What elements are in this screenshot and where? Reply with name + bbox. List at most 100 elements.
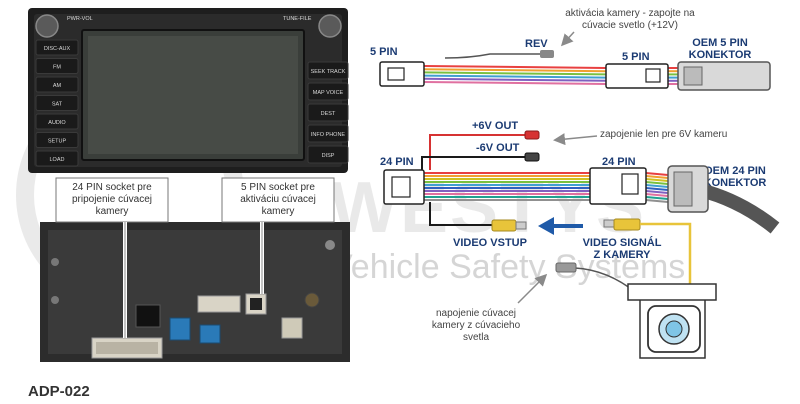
back-panel-screw <box>325 240 335 250</box>
head-unit-button <box>35 58 79 74</box>
callout-24pin-box <box>55 177 169 223</box>
harness-24pin-wire-stub <box>645 190 669 194</box>
back-panel-white-connector <box>197 295 241 313</box>
knob-left-label: PWR-VOL <box>67 16 93 22</box>
harness-24pin-wire-stub <box>645 184 669 188</box>
watermark-tagline: Vehicle Safety Systems <box>330 248 685 286</box>
head-unit-button <box>35 39 79 56</box>
six-v-note-arrow <box>553 133 598 146</box>
back-panel-black-port <box>135 304 161 328</box>
radio-back-panel <box>40 222 350 362</box>
product-code: ADP-022 <box>28 383 90 400</box>
head-unit-screen-glass <box>88 36 298 154</box>
connector-5pin-right <box>605 63 669 89</box>
video-flow-arrow-head <box>538 217 554 235</box>
rev-wire-terminal <box>540 50 554 58</box>
rca-video-in-tip <box>515 221 527 230</box>
head-unit-button-label: AM <box>53 83 62 89</box>
rca-camera-tip <box>603 219 615 228</box>
head-unit-button-label: LOAD <box>50 157 65 163</box>
camera-mount-bracket <box>627 283 717 301</box>
label-5pin-left: 5 PIN <box>370 46 398 58</box>
head-unit-button <box>307 82 349 101</box>
back-panel-white-connector <box>281 317 303 339</box>
connector-5pin-left <box>379 61 425 87</box>
head-unit-button <box>307 103 349 122</box>
minus-6v-terminal <box>524 152 540 162</box>
plus-6v-terminal <box>524 130 540 140</box>
head-unit-button <box>35 95 79 111</box>
head-unit-button-label: MAP VOICE <box>313 90 344 96</box>
camera-power-terminal <box>555 262 577 273</box>
label-24pin-right: 24 PIN <box>602 156 636 168</box>
head-unit-button-label: SETUP <box>48 139 67 145</box>
rca-camera-plug <box>613 218 641 231</box>
harness-24pin-wire-stub <box>645 193 669 197</box>
harness-5pin-wire <box>423 81 607 85</box>
label-5pin-right: 5 PIN <box>622 51 650 63</box>
connector-24pin-right <box>589 167 647 205</box>
harness-24pin-wire-stub <box>645 178 669 182</box>
rev-wire <box>444 53 540 59</box>
harness-5pin-wire <box>423 68 607 73</box>
oem-24pin-connector-body <box>673 171 693 207</box>
camera-video-wire <box>640 222 692 296</box>
back-panel-antenna-port <box>304 292 320 308</box>
plus-6v-wire <box>429 134 525 170</box>
back-panel-blue-port <box>199 324 221 344</box>
label-rev: REV <box>525 38 548 50</box>
head-unit-button-label: DEST <box>321 111 336 117</box>
back-panel-screw <box>51 296 59 304</box>
head-unit-button-label: DISC-AUX <box>44 46 71 52</box>
head-unit-button <box>35 113 79 130</box>
connector-24pin-left-latch <box>391 176 411 198</box>
connector-5pin-left-latch <box>387 67 405 81</box>
harness-5pin-wire <box>423 71 607 76</box>
right-button-column: SEEK TRACK MAP VOICE DEST INFO PHONE DISP <box>307 61 349 164</box>
label-video-in: VIDEO VSTUP <box>453 237 527 249</box>
six-v-note: zapojenie len pre 6V kameru <box>600 129 727 140</box>
harness-24pin-wire-stub <box>645 175 669 179</box>
connector-5pin-right-latch <box>645 68 661 83</box>
rev-note-arrow <box>560 31 575 47</box>
head-unit-button-label: INFO PHONE <box>311 132 346 138</box>
power-volume-knob <box>35 14 59 38</box>
head-unit: PWR-VOL TUNE-FILE DISC-AUXFMAMSATAUDIOSE… <box>28 8 349 173</box>
head-unit-button <box>307 124 349 143</box>
head-unit-button-label: SAT <box>52 102 63 108</box>
connector-24pin-left <box>383 169 425 205</box>
harness-24pin-wire-stub <box>645 187 669 191</box>
head-unit-button <box>35 132 79 148</box>
harness-24pin-wire-stub <box>645 196 669 200</box>
head-unit-button-label: DISP <box>322 153 335 159</box>
connector-24pin-right-latch <box>621 173 639 195</box>
harness-5pin-wire <box>423 74 607 79</box>
oem-5pin-connector-body <box>683 66 703 86</box>
camera-bracket-arms <box>639 300 706 359</box>
head-unit-button <box>35 76 79 93</box>
head-unit-button <box>35 150 79 167</box>
head-unit-button-label: FM <box>53 65 61 71</box>
tune-file-knob <box>318 14 342 38</box>
oem-24pin-cable <box>698 183 780 234</box>
harness-5pin-wire <box>423 77 607 82</box>
left-button-column: DISC-AUX FM AM SAT AUDIO SETUP LOAD <box>35 39 79 167</box>
head-unit-button-label: AUDIO <box>48 120 66 126</box>
socket-5pin-slot <box>250 298 262 310</box>
label-24pin-left: 24 PIN <box>380 156 414 168</box>
back-panel-screw <box>51 258 59 266</box>
wires-24pin <box>424 172 669 203</box>
head-unit-button-label: SEEK TRACK <box>311 69 346 75</box>
label-minus-6v-out: -6V OUT <box>476 142 520 154</box>
